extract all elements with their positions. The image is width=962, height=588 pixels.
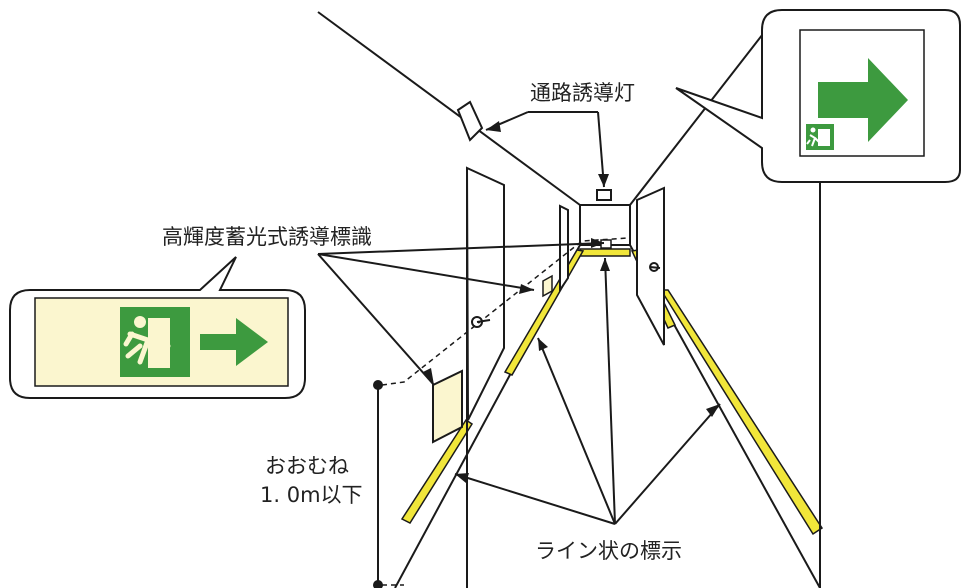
left-doors xyxy=(465,166,569,588)
right-door xyxy=(636,186,665,346)
luminous-sign-label: 高輝度蓄光式誘導標識 xyxy=(162,225,372,249)
arrow-right-icon xyxy=(200,318,268,366)
wall-luminous-sign-far xyxy=(542,274,553,298)
left-door-far xyxy=(559,204,569,294)
ceiling-guide-light-left xyxy=(456,100,484,142)
guide-light-callout xyxy=(675,9,961,588)
height-reference-dashes xyxy=(381,237,629,586)
wall-luminous-sign-near xyxy=(432,369,463,444)
yellow-line-markings xyxy=(400,248,824,536)
running-man-exit-icon xyxy=(120,307,190,377)
running-man-exit-icon xyxy=(806,124,834,150)
height-label-line1: おおむね xyxy=(265,454,349,478)
ceiling-edge-left xyxy=(317,11,581,206)
luminous-sign-callout xyxy=(9,256,306,399)
height-label-line2: 1. 0m以下 xyxy=(260,483,363,507)
ceiling-guide-light-center xyxy=(596,189,612,201)
callout-arrowheads xyxy=(423,121,720,483)
line-marking-label: ライン状の標示 xyxy=(535,539,682,563)
height-marker xyxy=(373,380,383,588)
arrow-right-icon xyxy=(818,58,908,142)
path-guide-light-label: 通路誘導灯 xyxy=(530,81,635,105)
left-door-near xyxy=(465,166,505,421)
ceiling-edge-right xyxy=(629,29,767,206)
